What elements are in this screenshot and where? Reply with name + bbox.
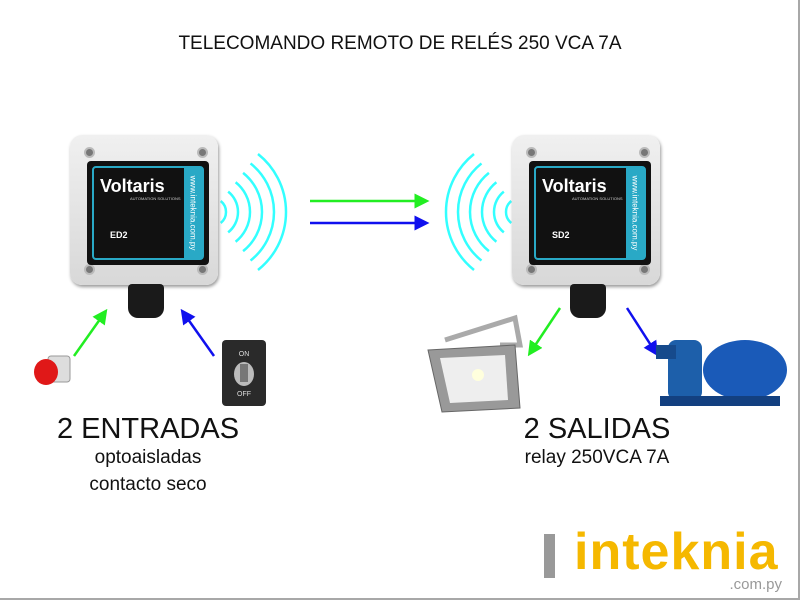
green-arrow-input: [72, 308, 108, 357]
wave-arc: [492, 190, 505, 234]
wave-transmit: [219, 153, 288, 271]
inteknia-logo: inteknia .com.py: [544, 523, 794, 594]
water-pump-icon: [656, 340, 787, 406]
wave-arc: [227, 190, 240, 234]
push-button-icon: [34, 355, 71, 385]
wave-arc: [468, 171, 490, 253]
inputs-line2: contacto seco: [89, 474, 207, 495]
wave-arc: [504, 200, 513, 224]
svg-text:OFF: OFF: [237, 391, 251, 398]
receiver-device-sd2: Voltaris AUTOMATION SOLUTIONS SD2 www.in…: [512, 135, 660, 285]
outputs-heading: 2 SALIDAS: [523, 413, 671, 445]
device-brand: Voltaris: [100, 176, 165, 196]
outputs-line1: relay 250VCA 7A: [524, 447, 670, 468]
wave-arc: [257, 153, 288, 271]
wave-arc: [456, 162, 483, 262]
wave-arc: [444, 153, 475, 271]
blue-arrow-output: [625, 307, 659, 357]
cable-gland: [128, 284, 164, 318]
wave-arc: [480, 181, 498, 243]
wave-arc: [249, 162, 276, 262]
inputs-heading: 2 ENTRADAS: [56, 413, 240, 445]
green-arrow-output: [527, 307, 562, 357]
wave-receive: [444, 153, 513, 271]
blue-arrow-input: [180, 308, 216, 357]
wave-arc: [234, 181, 252, 243]
svg-text:ON: ON: [239, 351, 250, 358]
device-brand: Voltaris: [542, 176, 607, 196]
transmitter-device-ed2: Voltaris AUTOMATION SOLUTIONS ED2 www.in…: [70, 135, 218, 285]
inputs-line1: optoaisladas: [94, 447, 202, 468]
toggle-switch-icon: ON OFF: [222, 340, 266, 406]
floodlight-icon: [427, 314, 524, 413]
diagram-title: TELECOMANDO REMOTO DE RELÉS 250 VCA 7A: [178, 33, 622, 54]
device-code: ED2: [110, 230, 128, 240]
device-code: SD2: [552, 230, 570, 240]
cable-gland: [570, 284, 606, 318]
wave-arc: [219, 200, 228, 224]
wave-arc: [242, 171, 264, 253]
